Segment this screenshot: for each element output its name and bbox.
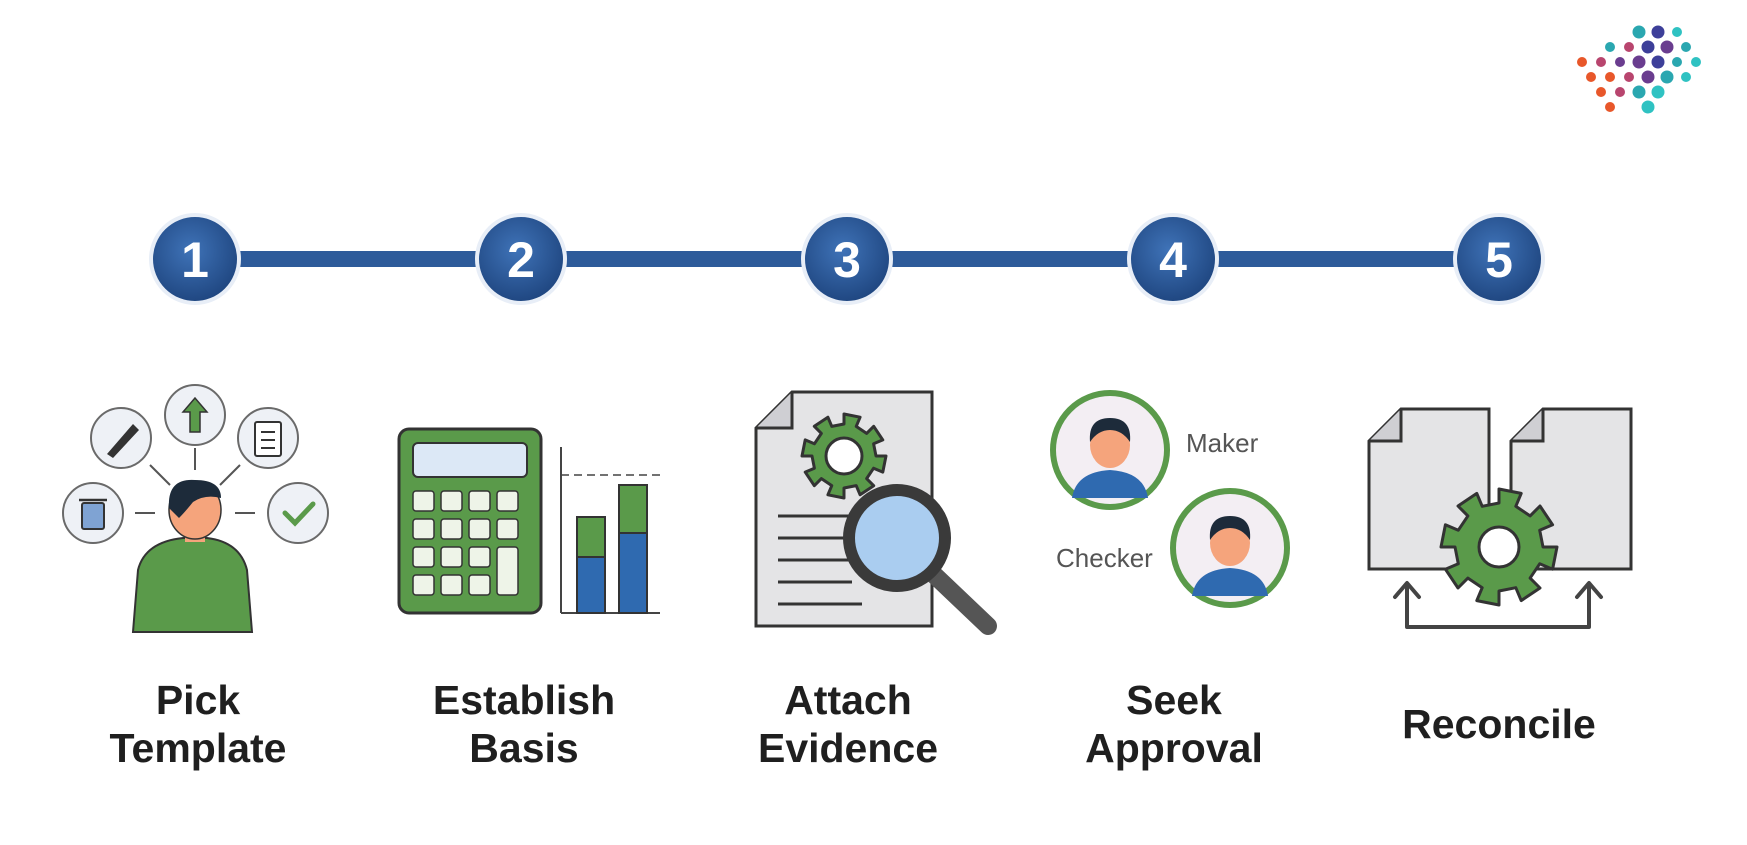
step-label-5: Reconcile — [1349, 700, 1649, 748]
magnifier-icon — [843, 484, 997, 635]
step-node-2: 2 — [475, 213, 567, 305]
logo-dot — [1672, 57, 1682, 67]
documents-gear-icon — [1367, 407, 1633, 629]
step-label-2: Establish Basis — [374, 676, 674, 772]
logo-dot — [1605, 72, 1615, 82]
logo-dot — [1632, 55, 1646, 69]
gear-icon — [1439, 487, 1559, 607]
logo-dot — [1596, 57, 1606, 67]
step-node-5: 5 — [1453, 213, 1545, 305]
trash-icon — [62, 482, 124, 544]
logo-dot — [1672, 27, 1682, 37]
logo-dot — [1651, 25, 1665, 39]
dot-grid-logo — [1577, 25, 1701, 114]
step-node-3: 3 — [801, 213, 893, 305]
cycle-arrows-icon — [1393, 581, 1603, 629]
upload-icon — [164, 384, 226, 446]
logo-dot — [1641, 100, 1655, 114]
logo-dot — [1660, 70, 1674, 84]
logo-dot — [1586, 72, 1596, 82]
step-label-3-line2: Evidence — [757, 725, 939, 771]
step-number-3: 3 — [833, 232, 861, 288]
logo-dot — [1615, 87, 1625, 97]
logo-dot — [1641, 70, 1655, 84]
logo-dot — [1596, 87, 1606, 97]
step-label-1: Pick Template — [48, 676, 348, 772]
timeline: 1 2 3 4 5 — [149, 213, 1545, 305]
step-number-1: 1 — [181, 232, 209, 288]
logo-dot — [1691, 57, 1701, 67]
checker-avatar — [1170, 488, 1290, 608]
maker-label: Maker — [1186, 428, 1259, 458]
maker-avatar — [1050, 390, 1170, 510]
logo-dot — [1624, 72, 1634, 82]
check-icon — [267, 482, 329, 544]
logo-dot — [1577, 57, 1587, 67]
logo-dot — [1641, 40, 1655, 54]
maker-checker-icon — [1050, 390, 1290, 608]
logo-dot — [1660, 40, 1674, 54]
user-options-icon — [62, 384, 329, 633]
step-label-1-line1: Pick — [155, 677, 241, 723]
step-label-4-line2: Approval — [1085, 725, 1263, 771]
calculator-icon — [397, 427, 543, 615]
step-label-2-line2: Basis — [469, 725, 579, 771]
checker-label: Checker — [1056, 543, 1153, 573]
step-label-3-line1: Attach — [784, 677, 912, 723]
logo-dot — [1632, 25, 1646, 39]
logo-dot — [1651, 55, 1665, 69]
gear-icon — [800, 412, 888, 500]
step-node-1: 1 — [149, 213, 241, 305]
logo-dot — [1651, 85, 1665, 99]
bar-chart-icon — [560, 447, 660, 614]
calculator-chart-icon — [397, 427, 660, 615]
step-label-4: Seek Approval — [1024, 676, 1324, 772]
pen-icon — [90, 407, 152, 469]
clipboard-icon — [237, 407, 299, 469]
logo-dot — [1632, 85, 1646, 99]
logo-dot — [1681, 42, 1691, 52]
step-number-4: 4 — [1159, 232, 1187, 288]
step-number-5: 5 — [1485, 232, 1513, 288]
document-search-icon — [754, 390, 997, 635]
logo-dot — [1615, 57, 1625, 67]
logo-dot — [1624, 42, 1634, 52]
step-node-4: 4 — [1127, 213, 1219, 305]
step-label-1-line2: Template — [109, 725, 287, 771]
logo-dot — [1681, 72, 1691, 82]
step-number-2: 2 — [507, 232, 535, 288]
logo-dot — [1605, 102, 1615, 112]
person-figure — [131, 479, 254, 633]
step-label-3: Attach Evidence — [698, 676, 998, 772]
step-label-2-line1: Establish — [432, 677, 616, 723]
logo-dot — [1605, 42, 1615, 52]
step-label-5-line1: Reconcile — [1402, 701, 1596, 747]
step-label-4-line1: Seek — [1126, 677, 1222, 723]
